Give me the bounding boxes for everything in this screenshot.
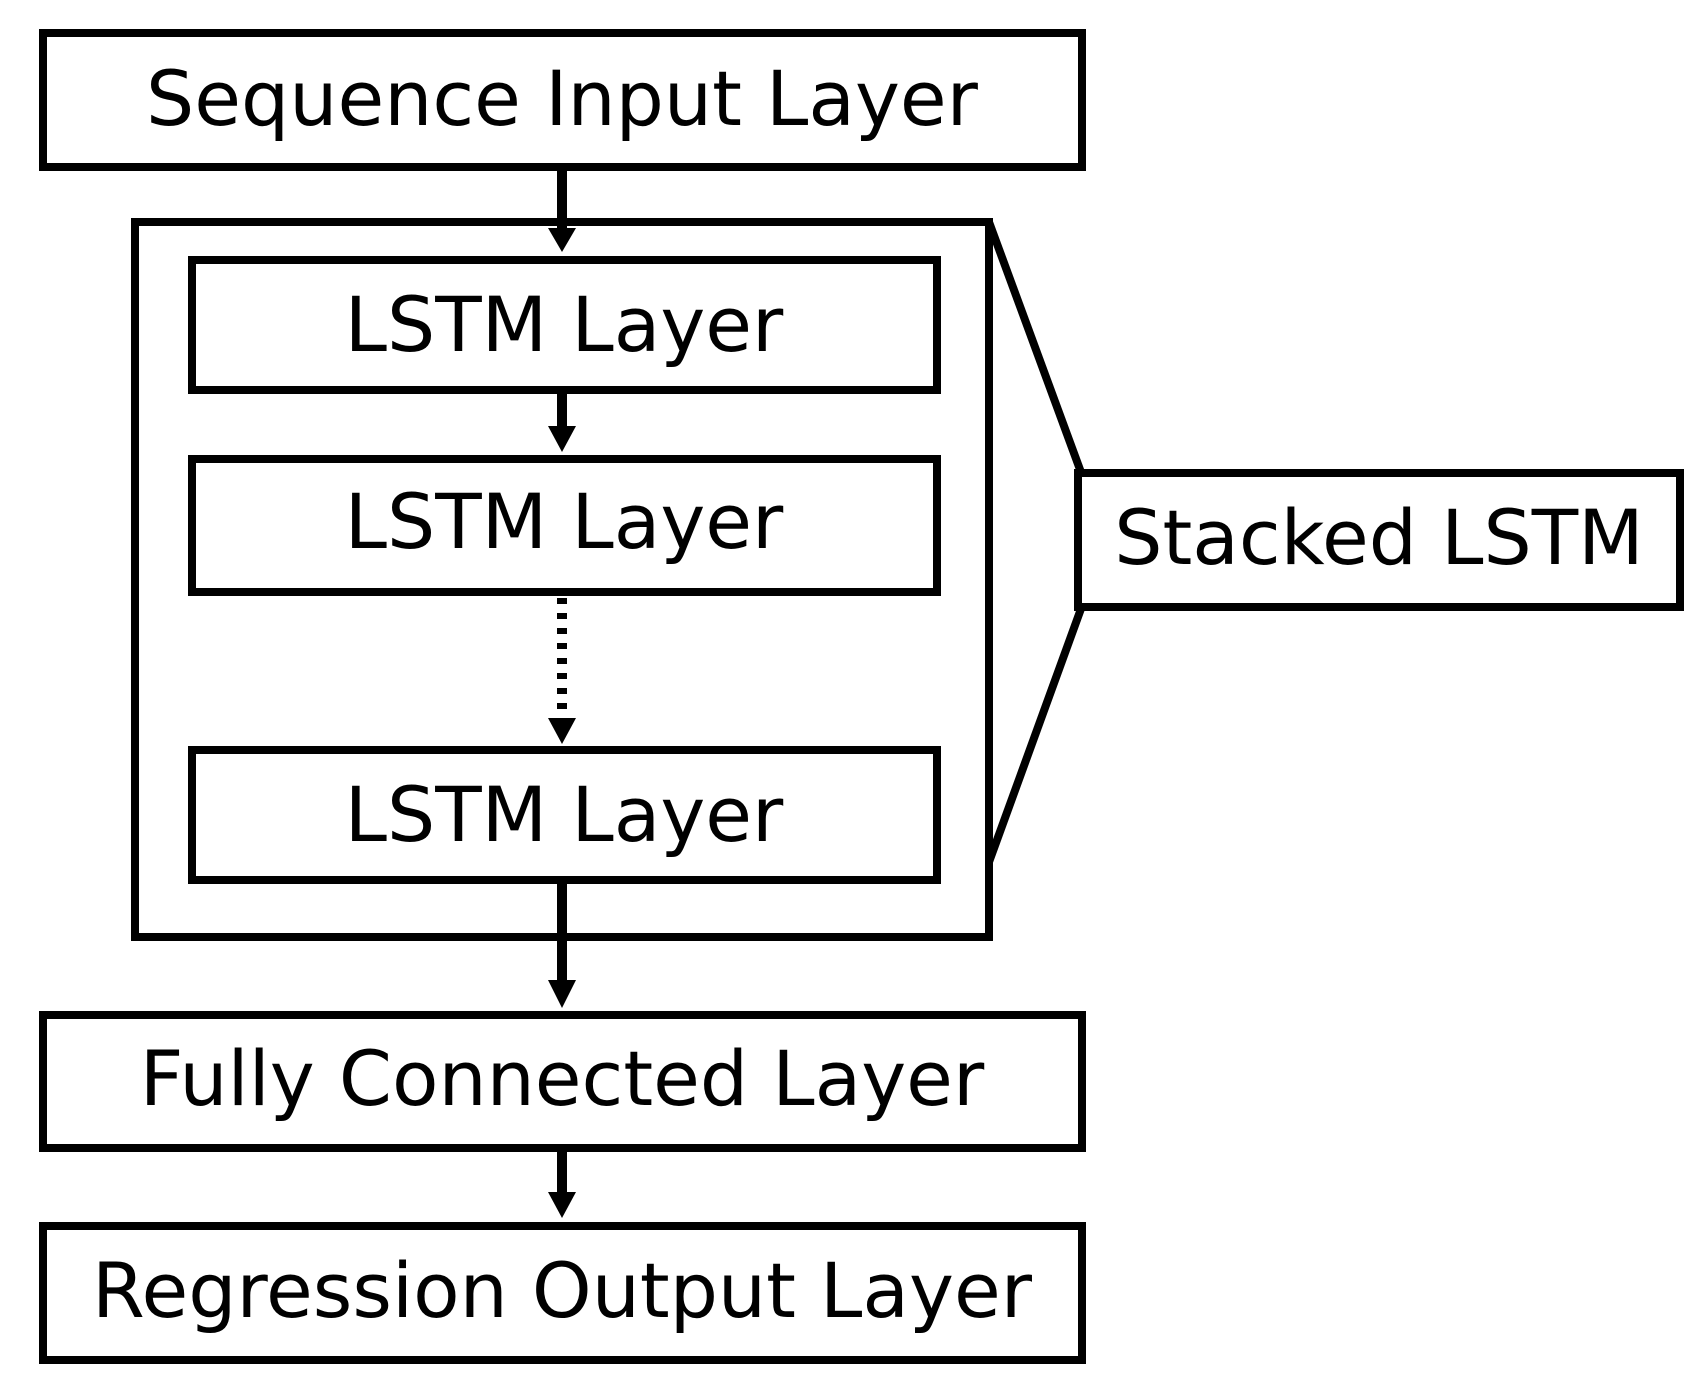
sequence-input-layer-label: Sequence Input Layer bbox=[146, 54, 979, 143]
lstm-layer-n: LSTM Layer bbox=[188, 746, 941, 884]
stacked-lstm-label-box: Stacked LSTM bbox=[1074, 469, 1684, 611]
stacked-lstm-label: Stacked LSTM bbox=[1114, 493, 1643, 582]
lstm-layer-1: LSTM Layer bbox=[188, 256, 941, 394]
arrow-lstmn-to-fc bbox=[548, 880, 576, 1008]
lstm-layer-2-label: LSTM Layer bbox=[345, 477, 784, 566]
fully-connected-layer-label: Fully Connected Layer bbox=[140, 1034, 985, 1123]
sequence-input-layer: Sequence Input Layer bbox=[39, 29, 1086, 171]
regression-output-layer-label: Regression Output Layer bbox=[92, 1246, 1033, 1335]
lstm-layer-2: LSTM Layer bbox=[188, 455, 941, 596]
arrow-lstm1-to-lstm2 bbox=[548, 390, 576, 452]
arrow-fc-to-regression bbox=[548, 1148, 576, 1218]
stacked-lstm-bracket-top bbox=[985, 220, 1086, 477]
lstm-layer-n-label: LSTM Layer bbox=[345, 770, 784, 859]
regression-output-layer: Regression Output Layer bbox=[39, 1222, 1086, 1364]
arrow-lstm2-to-lstmn-dotted bbox=[548, 598, 576, 744]
fully-connected-layer: Fully Connected Layer bbox=[39, 1011, 1086, 1152]
stacked-lstm-bracket-bottom bbox=[985, 604, 1086, 864]
arrow-input-to-lstm1 bbox=[548, 167, 576, 252]
lstm-layer-1-label: LSTM Layer bbox=[345, 280, 784, 369]
